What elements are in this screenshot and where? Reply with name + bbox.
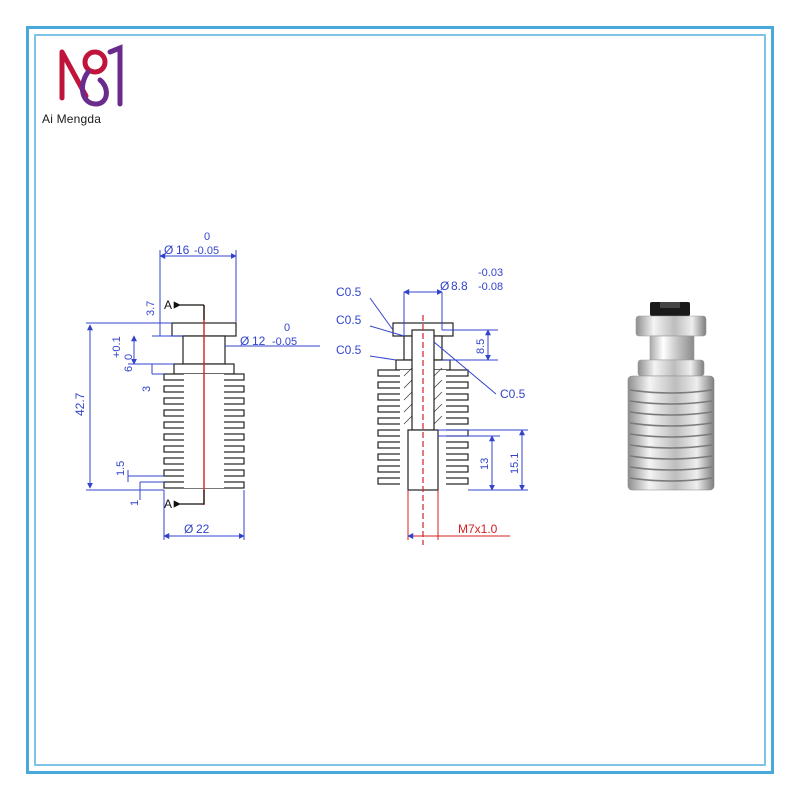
- overall-height-label: 42.7: [73, 392, 87, 416]
- top-diameter-upper: 0: [204, 231, 210, 243]
- chamfer-label-1: C0.5: [336, 285, 362, 299]
- outer-frame: [26, 26, 774, 774]
- neck-diameter-dimension: Ø 12 0 -0.05: [240, 322, 297, 348]
- bore-diameter-lower: -0.08: [478, 281, 503, 293]
- neck-tolerance-base-label: 0: [123, 354, 135, 360]
- thread-callout: [407, 490, 510, 540]
- neck-diameter-upper: 0: [284, 322, 290, 334]
- neck-height-label: 6: [123, 366, 135, 372]
- chamfer-label-4: C0.5: [500, 387, 526, 401]
- am-monogram-logo: [59, 44, 123, 107]
- neck-diameter-lower: -0.05: [272, 336, 297, 348]
- base-diameter-nominal: 22: [196, 522, 210, 536]
- section-label-bottom: A: [164, 497, 172, 511]
- heatsink-photo: [627, 302, 715, 491]
- bore-diameter-nominal: 8.8: [451, 279, 468, 293]
- chamfer-label-3: C0.5: [336, 343, 362, 357]
- chamfer-label-2: C0.5: [336, 313, 362, 327]
- neck-tolerance-label: +0.1: [111, 336, 123, 358]
- base-diameter-dimension: Ø 22: [184, 522, 210, 536]
- base-diameter-symbol: Ø: [184, 522, 193, 536]
- section-label-top: A: [164, 298, 172, 312]
- neck-diameter-symbol: Ø: [240, 334, 249, 348]
- section-marker-bottom: A: [164, 490, 205, 511]
- section-hatch: [403, 367, 443, 425]
- bore-diameter-upper: -0.03: [478, 267, 503, 279]
- section-view-dimensions: [369, 289, 528, 491]
- thread-depth-label: 13: [479, 458, 491, 470]
- bore-diameter-dimension: Ø 8.8 -0.03 -0.08: [440, 267, 503, 293]
- fin-thickness-label: 1: [129, 500, 141, 506]
- top-diameter-dimension: Ø 16 0 -0.05: [164, 231, 219, 257]
- bore-diameter-symbol: Ø: [440, 279, 449, 293]
- top-depth-label: 8.5: [475, 339, 487, 354]
- thread-total-label: 15.1: [509, 453, 521, 474]
- flange-height-label: 3: [141, 386, 153, 392]
- top-diameter-lower: -0.05: [194, 245, 219, 257]
- neck-diameter-nominal: 12: [252, 334, 266, 348]
- brand-name: Ai Mengda: [42, 112, 102, 126]
- fin-spacing-label: 1.5: [115, 461, 127, 476]
- inner-frame: [34, 34, 766, 766]
- top-diameter-symbol: Ø: [164, 243, 173, 257]
- thread-label: M7x1.0: [458, 522, 498, 536]
- left-view-dimensions: [86, 250, 320, 540]
- top-diameter-nominal: 16: [176, 243, 190, 257]
- section-marker-top: A: [164, 298, 205, 320]
- top-height-label: 3.7: [145, 301, 157, 316]
